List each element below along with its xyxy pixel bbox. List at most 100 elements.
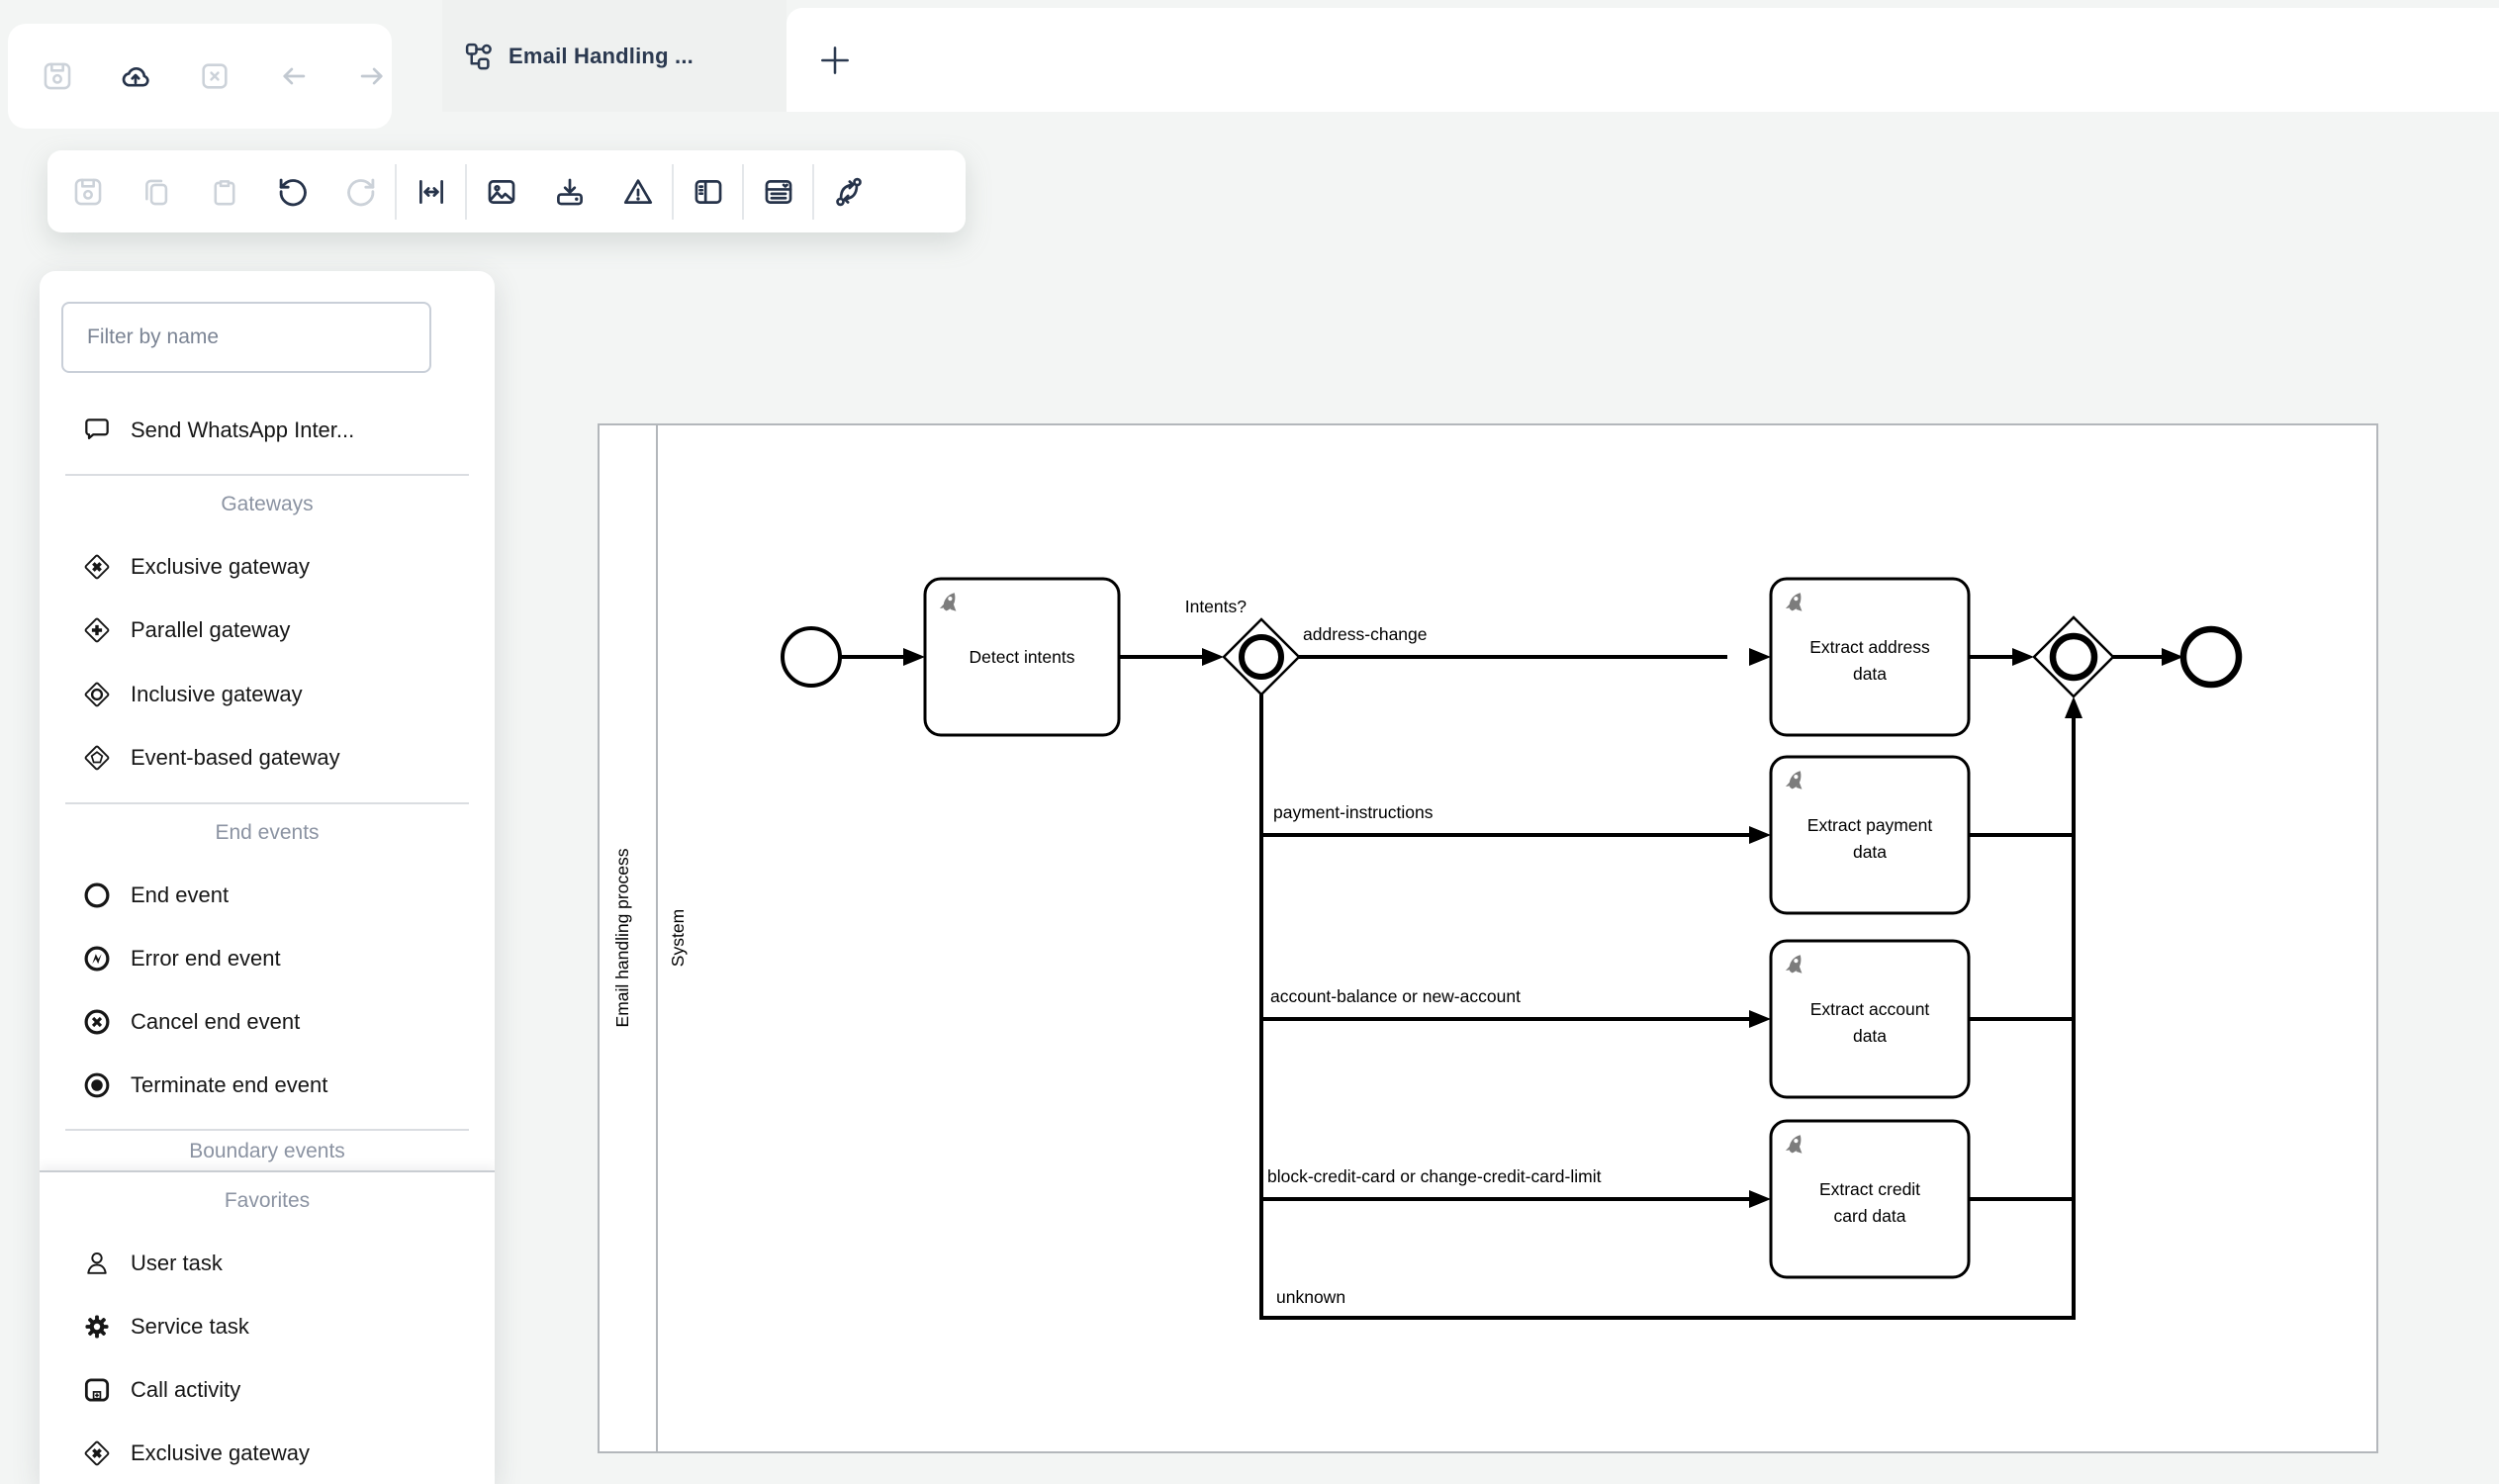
exclusive-gateway-icon (84, 1440, 110, 1466)
new-tab-button[interactable] (810, 36, 860, 85)
palette-item-label: Cancel end event (131, 1009, 301, 1034)
section-header-gateways: Gateways (221, 493, 314, 515)
service-task-icon (85, 1315, 109, 1339)
palette-item-send-whatsapp[interactable]: Send WhatsApp Inter... (81, 399, 475, 462)
tab-title: Email Handling ... (509, 43, 694, 68)
palette-item-error-end-event[interactable]: Error end event (81, 927, 475, 990)
palette-item-exclusive-gateway[interactable]: Exclusive gateway (81, 535, 475, 599)
gateway-intents[interactable] (1222, 617, 1301, 696)
lane-label-system[interactable]: System (668, 909, 688, 967)
palette-item-label: Exclusive gateway (131, 1440, 310, 1465)
user-task-icon (87, 1252, 107, 1274)
pool-label[interactable]: Email handling process (612, 848, 632, 1027)
copy-button[interactable] (122, 157, 190, 227)
palette-item-label: User task (131, 1251, 223, 1275)
filter-input[interactable] (61, 302, 431, 373)
gateway-merge[interactable] (2032, 615, 2115, 698)
end-event-icon (84, 882, 110, 908)
end-event[interactable] (2179, 625, 2243, 689)
flow-label-account-balance[interactable]: account-balance or new-account (1270, 986, 1521, 1006)
paste-button[interactable] (190, 157, 258, 227)
warning-triangle-icon (623, 178, 652, 204)
undo-icon (279, 178, 307, 206)
palette-item-service-task[interactable]: Service task (81, 1295, 475, 1358)
palette-item-user-task[interactable]: User task (81, 1232, 475, 1295)
palette-item-terminate-end-event[interactable]: Terminate end event (81, 1054, 475, 1117)
save-icon (44, 62, 71, 90)
export-image-button[interactable] (467, 157, 535, 227)
section-header-boundary-events-clipped: Boundary events (189, 1140, 345, 1162)
tab-email-handling[interactable]: Email Handling ... (442, 0, 787, 112)
palette-item-event-based-gateway[interactable]: Event-based gateway (81, 726, 475, 789)
event-based-gateway-icon (84, 745, 110, 771)
copy-icon (144, 179, 167, 205)
back-button[interactable] (274, 56, 314, 96)
flow-label-address-change[interactable]: address-change (1303, 624, 1428, 644)
undo-button[interactable] (258, 157, 326, 227)
palette-item-cancel-end-event[interactable]: Cancel end event (81, 990, 475, 1054)
palette-item-call-activity[interactable]: Call activity (81, 1358, 475, 1422)
flow-label-block-credit-card[interactable]: block-credit-card or change-credit-card-… (1267, 1166, 1602, 1186)
palette-item-label: Parallel gateway (131, 617, 291, 642)
palette-divider (65, 802, 469, 804)
redo-icon (346, 178, 374, 206)
toolbar-divider (742, 163, 744, 220)
toolbar-save-button[interactable] (53, 157, 122, 227)
favorites-panel: Favorites User task Service task Call ac… (40, 1170, 495, 1484)
pool-email-handling-process[interactable] (598, 423, 2378, 1453)
palette-divider (65, 1129, 469, 1131)
file-actions-panel (8, 24, 392, 129)
gateway-question-label[interactable]: Intents? (1185, 597, 1248, 616)
redo-button[interactable] (326, 157, 395, 227)
properties-panel-icon (765, 179, 791, 204)
forward-button[interactable] (352, 56, 392, 96)
inclusive-gateway-icon (84, 682, 110, 707)
swap-arrows-icon (835, 177, 862, 206)
task-detect-intents[interactable]: Detect intents (923, 577, 1121, 737)
fit-width-icon (418, 179, 443, 204)
toolbar-divider (395, 163, 397, 220)
close-diagram-button[interactable] (195, 56, 234, 96)
arrow-left-icon (283, 67, 305, 85)
exclusive-gateway-icon (84, 554, 110, 580)
cloud-upload-icon (123, 67, 150, 87)
palette-item-label: Inclusive gateway (131, 682, 303, 706)
palette-item-exclusive-gateway-favorite[interactable]: Exclusive gateway (81, 1422, 475, 1484)
speech-bubble-icon (85, 418, 109, 440)
section-header-end-events: End events (215, 821, 320, 844)
element-palette: Send WhatsApp Inter... Gateways Exclusiv… (40, 271, 495, 1484)
validation-warnings-button[interactable] (603, 157, 672, 227)
flow-label-payment-instructions[interactable]: payment-instructions (1273, 802, 1434, 822)
flow-label-unknown[interactable]: unknown (1276, 1287, 1345, 1307)
palette-item-end-event[interactable]: End event (81, 864, 475, 927)
close-icon (202, 63, 228, 89)
palette-item-inclusive-gateway[interactable]: Inclusive gateway (81, 663, 475, 726)
download-button[interactable] (535, 157, 603, 227)
terminate-end-event-icon (84, 1072, 110, 1098)
image-icon (488, 179, 514, 204)
palette-item-parallel-gateway[interactable]: Parallel gateway (81, 599, 475, 662)
bpmn-canvas[interactable]: Email handling process System Detect int… (589, 415, 2399, 1473)
error-end-event-icon (84, 946, 110, 972)
swap-editor-button[interactable] (814, 157, 882, 227)
plus-icon (821, 46, 849, 74)
tab-strip (787, 8, 2499, 112)
start-event[interactable] (781, 626, 842, 688)
palette-item-label: Service task (131, 1314, 249, 1339)
palette-item-label: Event-based gateway (131, 745, 340, 770)
toggle-panel-button[interactable] (674, 157, 742, 227)
toolbar-divider (672, 163, 674, 220)
fit-width-button[interactable] (397, 157, 465, 227)
arrow-right-icon (360, 67, 383, 85)
save-button[interactable] (38, 56, 77, 96)
palette-item-label: Call activity (131, 1377, 241, 1402)
upload-button[interactable] (117, 56, 156, 96)
properties-button[interactable] (744, 157, 812, 227)
